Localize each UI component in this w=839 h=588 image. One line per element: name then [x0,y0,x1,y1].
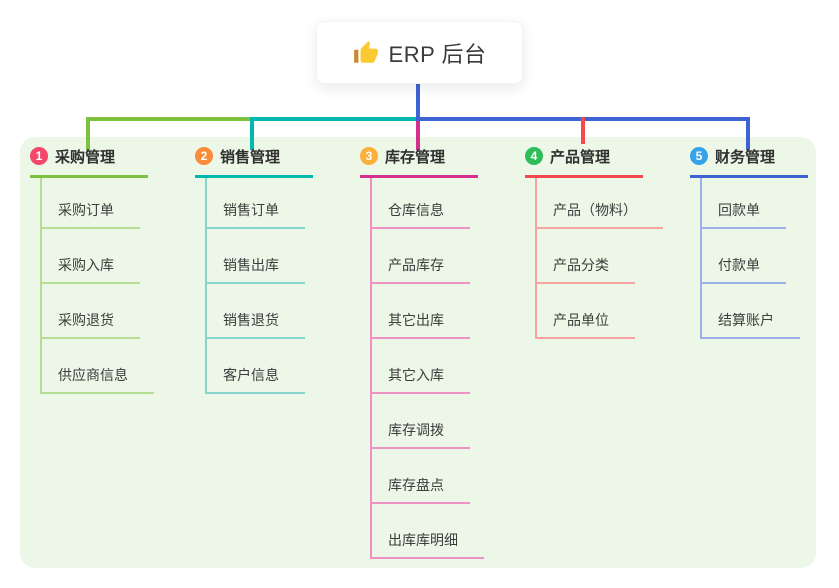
root-node-erp[interactable]: ERP 后台 [316,21,523,84]
leaf-node[interactable]: 付款单 [700,229,786,284]
branch-node-purchase[interactable]: 1 采购管理 [30,145,148,178]
leaf-node[interactable]: 产品（物料） [535,178,663,229]
branch-node-finance[interactable]: 5 财务管理 [690,145,808,178]
connector-drop-finance [746,117,750,150]
branch-label: 库存管理 [385,148,446,166]
leaf-node[interactable]: 采购入库 [40,229,140,284]
branch-label: 销售管理 [220,148,281,166]
leaf-node[interactable]: 采购订单 [40,178,140,229]
thumbs-up-icon [353,40,378,63]
leaf-node[interactable]: 产品库存 [370,229,470,284]
leaf-node[interactable]: 销售出库 [205,229,305,284]
leaf-node[interactable]: 回款单 [700,178,786,229]
leaf-node[interactable]: 产品单位 [535,284,635,339]
leaf-node[interactable]: 采购退货 [40,284,140,339]
connector-horizontal-green [86,117,254,121]
branch-product: 4 产品管理 产品（物料） 产品分类 产品单位 [525,145,663,339]
branch-label: 财务管理 [715,148,776,166]
connector-drop-purchase [86,117,90,150]
leaf-node[interactable]: 库存调拨 [370,394,470,449]
branch-number-badge: 5 [690,147,708,165]
branch-label: 产品管理 [550,148,611,166]
branch-items: 采购订单 采购入库 采购退货 供应商信息 [40,178,154,394]
branches-panel [20,137,816,568]
branch-sales: 2 销售管理 销售订单 销售出库 销售退货 客户信息 [195,145,313,394]
leaf-node[interactable]: 仓库信息 [370,178,470,229]
leaf-node[interactable]: 出库库明细 [370,504,484,559]
branch-items: 销售订单 销售出库 销售退货 客户信息 [205,178,305,394]
branch-number-badge: 4 [525,147,543,165]
branch-items: 产品（物料） 产品分类 产品单位 [535,178,663,339]
branch-node-inventory[interactable]: 3 库存管理 [360,145,478,178]
branch-items: 仓库信息 产品库存 其它出库 其它入库 库存调拨 库存盘点 出库库明细 [370,178,484,559]
branch-node-product[interactable]: 4 产品管理 [525,145,643,178]
branch-number-badge: 1 [30,147,48,165]
root-node-label: ERP 后台 [388,41,487,67]
branch-node-sales[interactable]: 2 销售管理 [195,145,313,178]
connector-horizontal-teal [250,117,418,121]
branch-label: 采购管理 [55,148,116,166]
connector-drop-product [581,117,585,144]
leaf-node[interactable]: 销售退货 [205,284,305,339]
leaf-node[interactable]: 销售订单 [205,178,305,229]
connector-drop-inventory [416,121,420,150]
branch-number-badge: 3 [360,147,378,165]
branch-finance: 5 财务管理 回款单 付款单 结算账户 [690,145,808,339]
connector-root-vertical [416,84,420,121]
branch-purchase: 1 采购管理 采购订单 采购入库 采购退货 供应商信息 [30,145,154,394]
branch-inventory: 3 库存管理 仓库信息 产品库存 其它出库 其它入库 库存调拨 库存盘点 出库库… [360,145,484,559]
leaf-node[interactable]: 结算账户 [700,284,800,339]
leaf-node[interactable]: 供应商信息 [40,339,154,394]
leaf-node[interactable]: 其它出库 [370,284,470,339]
leaf-node[interactable]: 其它入库 [370,339,470,394]
branch-number-badge: 2 [195,147,213,165]
leaf-node[interactable]: 库存盘点 [370,449,470,504]
leaf-node[interactable]: 客户信息 [205,339,305,394]
leaf-node[interactable]: 产品分类 [535,229,635,284]
branch-items: 回款单 付款单 结算账户 [700,178,800,339]
connector-drop-sales [250,117,254,150]
